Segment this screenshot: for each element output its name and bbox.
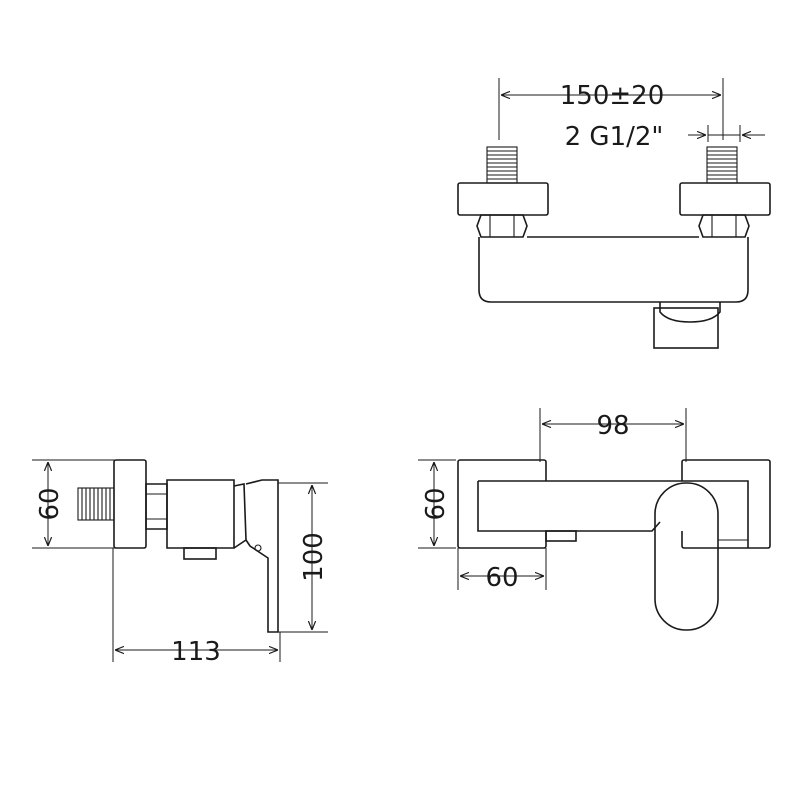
top-mixer-body (478, 237, 749, 303)
front-width-label: 98 (596, 411, 629, 441)
side-spout-tab (183, 547, 217, 560)
side-nut (145, 483, 168, 530)
top-handle-base (653, 307, 719, 349)
side-view: 60 100 113 (32, 459, 329, 667)
side-handle (233, 483, 247, 549)
side-lever (245, 479, 279, 633)
left-escutcheon (457, 182, 549, 216)
left-inlet-thread (486, 146, 518, 184)
front-view: 98 60 60 (418, 408, 771, 631)
front-handle-lever (654, 482, 719, 631)
side-total-height-label: 100 (299, 532, 329, 582)
left-nut (476, 214, 528, 238)
right-inlet-thread (706, 146, 738, 184)
top-view: 150±20 2 G1/2" (457, 78, 771, 349)
front-spout (545, 530, 577, 542)
right-nut (698, 214, 750, 238)
side-mixer-body (166, 479, 235, 549)
top-connection-label: 2 G1/2" (565, 122, 664, 152)
top-spacing-label: 150±20 (560, 81, 665, 111)
top-handle (659, 302, 721, 323)
front-bottom-label: 60 (485, 563, 518, 593)
right-escutcheon (679, 182, 771, 216)
side-escutcheon (113, 459, 147, 549)
front-height-label: 60 (421, 487, 451, 520)
side-height-label: 60 (35, 487, 65, 520)
side-depth-label: 113 (171, 637, 221, 667)
side-inlet-thread (77, 487, 115, 521)
